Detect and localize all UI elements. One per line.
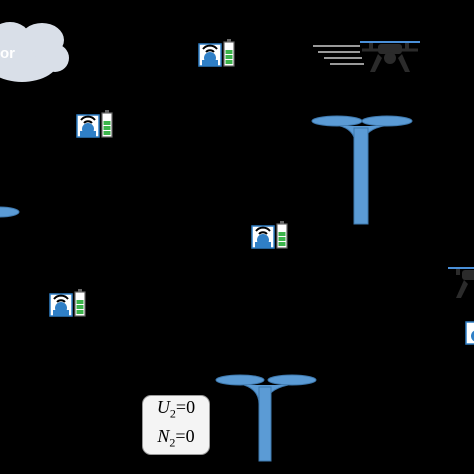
sensor-node-icon xyxy=(49,288,86,317)
n-value: =0 xyxy=(175,426,195,446)
n-equation: N2=0 xyxy=(157,425,194,454)
sensor-node-icon xyxy=(465,321,474,345)
u-equation: U2=0 xyxy=(157,396,195,425)
u-symbol: U xyxy=(156,397,170,418)
cloud-icon xyxy=(0,22,69,82)
street-lamp-pole-icon xyxy=(215,374,317,462)
street-lamp-pole-icon xyxy=(311,115,413,225)
sensor-node-icon xyxy=(198,38,235,67)
drone-icon xyxy=(360,41,420,72)
sensor-node-icon xyxy=(76,109,113,138)
u-value: =0 xyxy=(175,397,196,418)
drone-icon xyxy=(448,267,474,298)
n-subscript: 2 xyxy=(169,435,176,450)
motion-lines xyxy=(313,45,364,65)
cloud-label: or xyxy=(0,45,15,62)
state-box: U2=0 N2=0 xyxy=(142,395,210,455)
u-subscript: 2 xyxy=(169,407,176,421)
n-symbol: N xyxy=(157,426,170,446)
street-lamp-pole-icon xyxy=(0,206,20,218)
sensor-node-icon xyxy=(251,220,288,249)
